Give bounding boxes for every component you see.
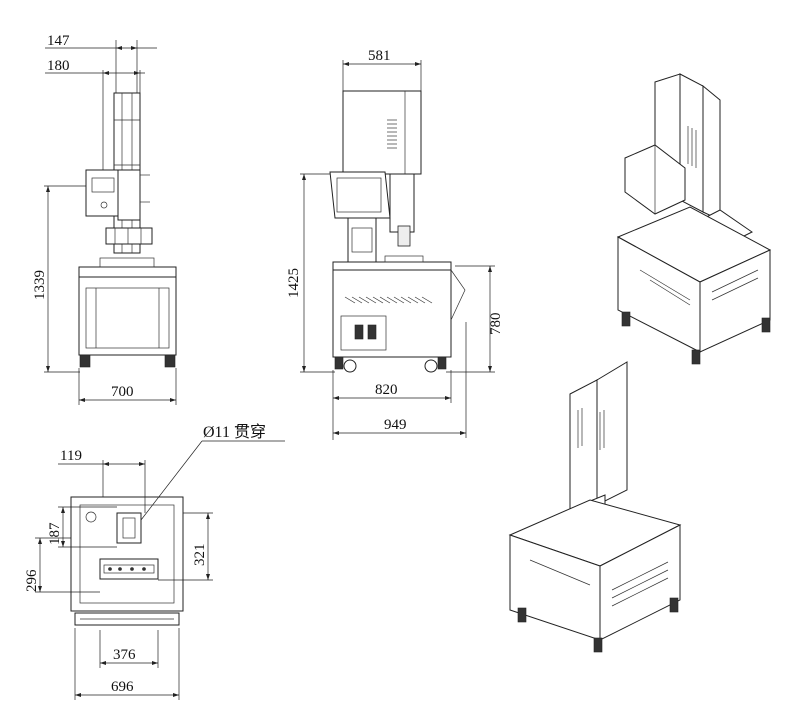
dim-376: 376 xyxy=(113,647,136,663)
front-control-box xyxy=(85,169,123,217)
dim-296: 296 xyxy=(24,569,40,592)
side-view: 581 1425 780 820 949 xyxy=(286,48,504,440)
top-column xyxy=(116,512,142,544)
side-cabinet xyxy=(332,269,452,358)
side-control-panel xyxy=(329,171,391,219)
dim-147: 147 xyxy=(47,33,70,49)
dim-187: 187 xyxy=(47,522,63,545)
dim-820: 820 xyxy=(375,382,398,398)
dim-1339: 1339 xyxy=(32,270,48,300)
dim-780: 780 xyxy=(488,313,504,336)
dim-321: 321 xyxy=(192,544,208,567)
note-through-hole: Ø11 贯穿 xyxy=(203,423,266,441)
iso-view-back xyxy=(508,361,682,653)
dim-180: 180 xyxy=(47,58,70,74)
top-work-plate xyxy=(99,558,159,580)
dim-949: 949 xyxy=(384,417,407,433)
side-head xyxy=(342,90,422,175)
dim-1425: 1425 xyxy=(286,268,302,298)
front-frame xyxy=(78,276,177,356)
front-table-top xyxy=(78,266,177,278)
side-horn xyxy=(397,225,411,247)
dim-700: 700 xyxy=(111,384,134,400)
front-view: 147 180 1339 700 xyxy=(32,33,177,405)
front-horn xyxy=(105,227,153,245)
dim-119: 119 xyxy=(60,448,82,464)
dim-696: 696 xyxy=(111,679,134,695)
iso-view-front xyxy=(616,73,772,365)
top-view: 119 Ø11 贯穿 187 296 321 376 xyxy=(24,423,285,700)
dim-581: 581 xyxy=(368,48,391,64)
